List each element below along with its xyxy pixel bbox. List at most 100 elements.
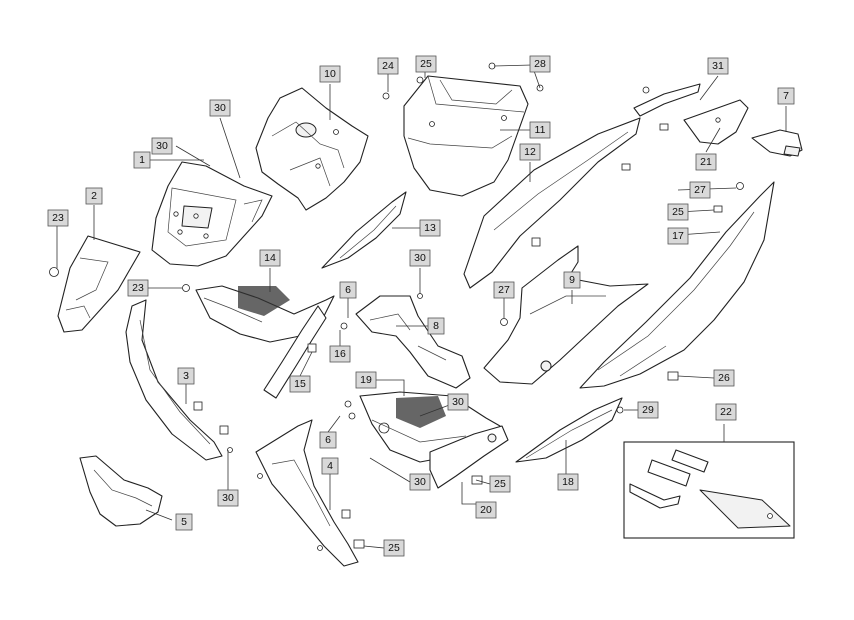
label-24: 24 xyxy=(377,57,399,75)
label-12: 12 xyxy=(519,143,541,161)
label-19: 19 xyxy=(355,371,377,389)
svg-text:30: 30 xyxy=(156,140,168,152)
svg-text:2: 2 xyxy=(91,190,97,202)
svg-text:6: 6 xyxy=(345,284,351,296)
part-1-front-shield xyxy=(151,161,273,267)
part-8-center-tunnel xyxy=(355,295,471,389)
svg-text:30: 30 xyxy=(414,252,426,264)
label-30b: 30 xyxy=(151,137,173,155)
svg-text:25: 25 xyxy=(388,542,400,554)
svg-text:6: 6 xyxy=(325,434,331,446)
svg-text:30: 30 xyxy=(452,396,464,408)
label-17: 17 xyxy=(667,227,689,245)
label-18: 18 xyxy=(557,473,579,491)
label-16: 16 xyxy=(329,345,351,363)
label-8: 8 xyxy=(427,317,445,335)
svg-text:31: 31 xyxy=(712,60,724,72)
label-30a: 30 xyxy=(209,99,231,117)
label-3: 3 xyxy=(177,367,195,385)
label-9: 9 xyxy=(563,271,581,289)
svg-text:13: 13 xyxy=(424,222,436,234)
label-4: 4 xyxy=(321,457,339,475)
label-14: 14 xyxy=(259,249,281,267)
part-31-rail xyxy=(633,83,701,117)
label-25b: 25 xyxy=(667,203,689,221)
label-31: 31 xyxy=(707,57,729,75)
part-22-tool-kit xyxy=(623,441,795,539)
svg-text:19: 19 xyxy=(360,374,372,386)
label-26: 26 xyxy=(713,369,735,387)
label-30d: 30 xyxy=(447,393,469,411)
part-13-trim xyxy=(321,191,407,269)
label-10: 10 xyxy=(319,65,341,83)
svg-text:5: 5 xyxy=(181,516,187,528)
part-9-rear-lower-cover xyxy=(483,245,649,385)
label-30f: 30 xyxy=(217,489,239,507)
part-14-15-lower-front xyxy=(195,285,335,399)
label-23b: 23 xyxy=(127,279,149,297)
label-27a: 27 xyxy=(689,181,711,199)
label-27b: 27 xyxy=(493,281,515,299)
label-20: 20 xyxy=(475,501,497,519)
label-25c: 25 xyxy=(489,475,511,493)
svg-text:25: 25 xyxy=(420,58,432,70)
svg-text:3: 3 xyxy=(183,370,189,382)
svg-text:27: 27 xyxy=(694,184,706,196)
label-15: 15 xyxy=(289,375,311,393)
svg-text:25: 25 xyxy=(672,206,684,218)
label-7: 7 xyxy=(777,87,795,105)
svg-text:23: 23 xyxy=(132,282,144,294)
label-13: 13 xyxy=(419,219,441,237)
svg-text:8: 8 xyxy=(433,320,439,332)
svg-text:20: 20 xyxy=(480,504,492,516)
svg-text:1: 1 xyxy=(139,154,145,166)
part-20-right-lower xyxy=(429,425,509,489)
label-28: 28 xyxy=(529,55,551,73)
part-7-tail-piece xyxy=(751,129,803,157)
svg-text:12: 12 xyxy=(524,146,536,158)
label-29: 29 xyxy=(637,401,659,419)
svg-text:26: 26 xyxy=(718,372,730,384)
part-4-front-fairing xyxy=(255,419,359,567)
svg-text:16: 16 xyxy=(334,348,346,360)
svg-text:10: 10 xyxy=(324,68,336,80)
svg-text:29: 29 xyxy=(642,404,654,416)
svg-text:23: 23 xyxy=(52,212,64,224)
label-6a: 6 xyxy=(339,281,357,299)
svg-text:25: 25 xyxy=(494,478,506,490)
part-21-rear-top xyxy=(683,99,749,145)
part-10-inner-panel xyxy=(255,87,369,211)
svg-text:4: 4 xyxy=(327,460,333,472)
svg-text:15: 15 xyxy=(294,378,306,390)
callout-labels: 1 2 3 4 5 6 6 7 8 9 10 11 12 13 14 15 16… xyxy=(47,55,795,557)
part-2-front-cover xyxy=(57,235,141,333)
label-23a: 23 xyxy=(47,209,69,227)
svg-text:24: 24 xyxy=(382,60,394,72)
label-25a: 25 xyxy=(415,55,437,73)
label-25d: 25 xyxy=(383,539,405,557)
part-11-storage-box xyxy=(403,75,529,197)
label-11: 11 xyxy=(529,121,551,139)
label-30c: 30 xyxy=(409,249,431,267)
label-22: 22 xyxy=(715,403,737,421)
svg-text:9: 9 xyxy=(569,274,575,286)
label-5: 5 xyxy=(175,513,193,531)
label-21: 21 xyxy=(695,153,717,171)
svg-text:7: 7 xyxy=(783,90,789,102)
svg-text:18: 18 xyxy=(562,476,574,488)
svg-text:22: 22 xyxy=(720,406,732,418)
part-3-left-lower-strip xyxy=(125,299,223,461)
label-30e: 30 xyxy=(409,473,431,491)
svg-text:30: 30 xyxy=(214,102,226,114)
svg-text:17: 17 xyxy=(672,230,684,242)
label-2: 2 xyxy=(85,187,103,205)
label-1: 1 xyxy=(133,151,151,169)
part-12-side-cover xyxy=(463,117,641,289)
svg-text:11: 11 xyxy=(535,124,546,136)
svg-text:27: 27 xyxy=(498,284,510,296)
svg-text:30: 30 xyxy=(222,492,234,504)
part-17-rear-side-panel xyxy=(579,181,775,389)
svg-text:21: 21 xyxy=(700,156,712,168)
label-6b: 6 xyxy=(319,431,337,449)
